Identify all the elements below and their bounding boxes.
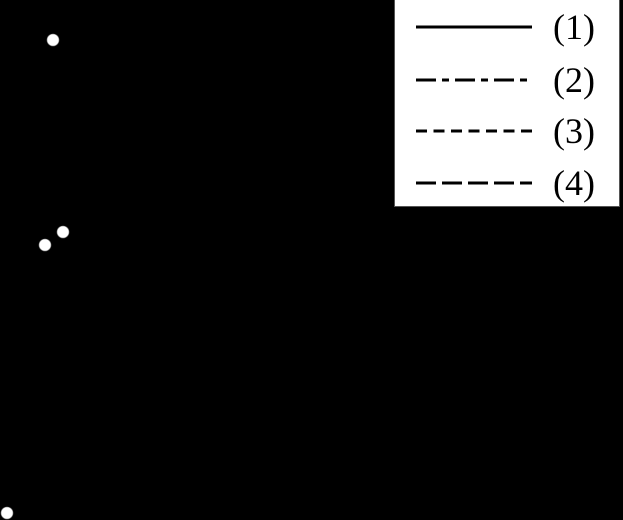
legend-item-3: (3) (395, 105, 619, 157)
legend-label: (3) (553, 111, 595, 151)
legend-label: (1) (553, 7, 595, 47)
legend-item-1: (1) (395, 1, 619, 53)
chart-legend: (1) (2) (3) (4) (394, 0, 620, 207)
long-dash-line-icon (416, 181, 532, 185)
data-points (0, 33, 70, 520)
legend-item-2: (2) (395, 54, 619, 106)
dash-dot-line-icon (416, 78, 532, 82)
data-point (56, 225, 70, 239)
data-point (0, 506, 14, 520)
legend-item-4: (4) (395, 157, 619, 209)
legend-label: (4) (553, 163, 595, 203)
legend-label: (2) (553, 60, 595, 100)
short-dash-line-icon (416, 129, 532, 133)
data-point (46, 33, 60, 47)
solid-line-icon (416, 25, 532, 29)
data-point (38, 238, 52, 252)
